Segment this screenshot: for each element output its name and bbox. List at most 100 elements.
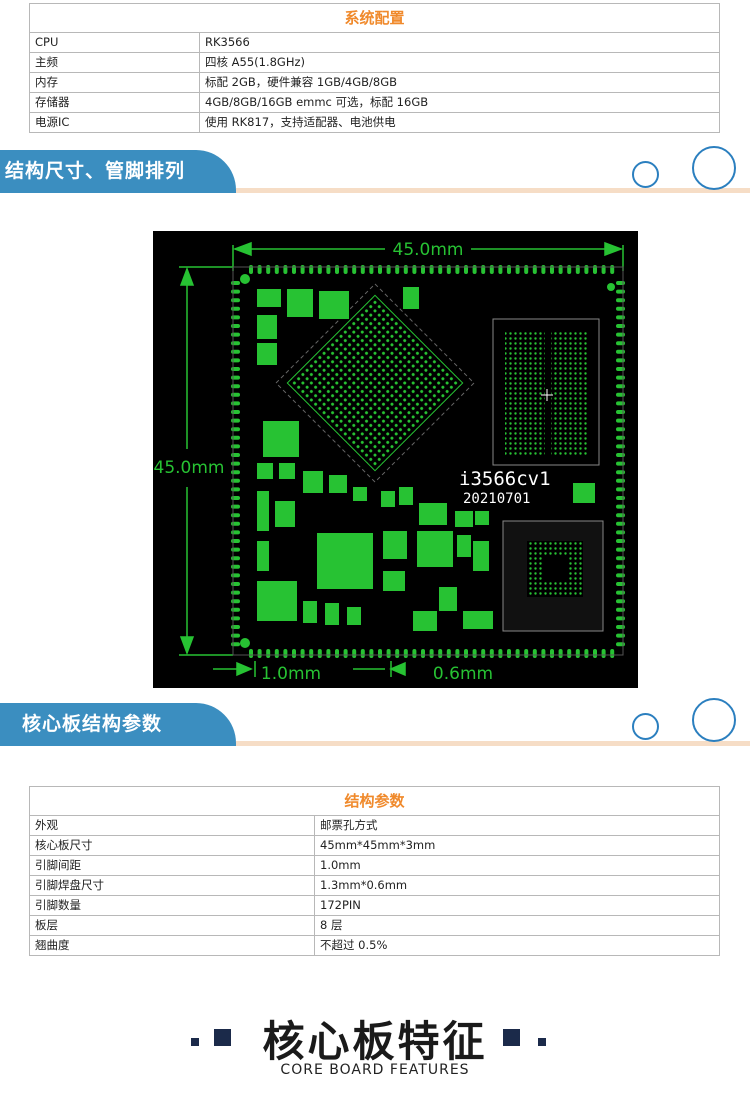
stamp-hole-pad — [343, 265, 348, 274]
stamp-hole-pad — [249, 649, 253, 658]
stamp-hole-pad — [412, 649, 417, 658]
stamp-hole-pad — [231, 401, 240, 406]
stamp-hole-pad — [524, 649, 529, 658]
stamp-hole-pad — [231, 547, 240, 552]
stamp-hole-pad — [532, 649, 537, 658]
stamp-hole-pad — [524, 265, 529, 274]
stamp-hole-pad — [317, 265, 322, 274]
row-label: 引脚间距 — [29, 855, 315, 876]
stamp-hole-pad — [421, 649, 425, 658]
stamp-hole-pad — [498, 265, 503, 274]
stamp-hole-pad — [438, 649, 443, 658]
stamp-hole-pad — [498, 649, 503, 658]
stamp-hole-pad — [472, 649, 477, 658]
board-date-label: 20210701 — [463, 491, 530, 507]
stamp-hole-pad — [369, 265, 374, 274]
row-label: CPU — [29, 32, 200, 53]
stamp-hole-pad — [610, 649, 615, 658]
stamp-hole-pad — [515, 265, 520, 274]
stamp-hole-pad — [616, 582, 625, 586]
stamp-hole-pad — [446, 649, 451, 658]
stamp-hole-pad — [231, 453, 240, 457]
table-row: 内存标配 2GB，硬件兼容 1GB/4GB/8GB — [29, 72, 720, 93]
stamp-hole-pad — [231, 496, 240, 500]
emmc-chip — [502, 520, 604, 632]
decor-circle-small-icon — [632, 713, 659, 740]
stamp-hole-pad — [481, 265, 486, 274]
stamp-hole-pad — [266, 649, 271, 658]
stamp-hole-pad — [231, 461, 240, 466]
stamp-hole-pad — [489, 265, 494, 274]
stamp-hole-pad — [231, 427, 240, 432]
stamp-hole-pad — [616, 289, 625, 294]
decor-square-icon — [191, 1038, 199, 1046]
stamp-hole-pad — [231, 590, 240, 595]
stamp-hole-pad — [274, 649, 279, 658]
stamp-hole-pad — [352, 265, 357, 274]
decor-square-icon — [503, 1029, 520, 1046]
row-label: 电源IC — [29, 112, 200, 133]
stamp-hole-pad — [616, 306, 625, 311]
board-model-label: i3566cv1 — [459, 468, 551, 490]
stamp-hole-pad — [616, 599, 625, 604]
stamp-hole-pad — [231, 392, 240, 397]
stamp-hole-pad — [335, 649, 339, 658]
row-value: RK3566 — [199, 32, 720, 53]
stamp-hole-pad — [616, 504, 625, 509]
stamp-hole-pad — [558, 649, 563, 658]
stamp-hole-pad — [541, 265, 546, 274]
stamp-hole-pad — [446, 265, 451, 274]
stamp-hole-pad — [231, 530, 240, 535]
stamp-hole-pad — [360, 649, 365, 658]
features-subtitle: CORE BOARD FEATURES — [280, 1062, 470, 1078]
stamp-hole-pad — [231, 616, 240, 621]
stamp-hole-pad — [231, 315, 240, 320]
decor-circle-small-icon — [632, 161, 659, 188]
stamp-hole-pad — [231, 435, 240, 440]
stamp-hole-pad — [231, 281, 240, 285]
stamp-hole-pad — [231, 289, 240, 294]
row-value: 四核 A55(1.8GHz) — [199, 52, 720, 73]
stamp-hole-pad — [231, 298, 240, 303]
stamp-hole-pad — [616, 573, 625, 578]
stamp-hole-pad — [616, 556, 625, 561]
stamp-hole-pad — [593, 649, 597, 658]
stamp-hole-pad — [292, 649, 296, 658]
stamp-hole-pad — [489, 649, 494, 658]
row-value: 45mm*45mm*3mm — [314, 835, 720, 856]
stamp-hole-pad — [616, 513, 625, 518]
stamp-hole-pad — [231, 599, 240, 604]
decor-square-icon — [538, 1038, 546, 1046]
pitch-dimension-label: 1.0mm — [261, 664, 321, 684]
stamp-hole-pad — [343, 649, 348, 658]
height-dimension-label: 45.0mm — [154, 458, 225, 478]
stamp-hole-pad — [515, 649, 520, 658]
pad-dimension-label: 0.6mm — [433, 664, 493, 684]
stamp-hole-pad — [601, 265, 606, 274]
features-title: 核心板特征 — [262, 1017, 488, 1066]
stamp-hole-pad — [395, 649, 400, 658]
stamp-hole-pad — [257, 265, 262, 274]
stamp-hole-pad — [616, 633, 625, 638]
row-label: 引脚数量 — [29, 895, 315, 916]
row-value: 8 层 — [314, 915, 720, 936]
stamp-hole-pad — [616, 401, 625, 406]
stamp-hole-pad — [575, 649, 580, 658]
stamp-hole-pad — [231, 470, 240, 475]
stamp-hole-pad — [616, 341, 625, 346]
stamp-hole-pad — [584, 265, 589, 274]
stamp-hole-pad — [438, 265, 443, 274]
stamp-hole-pad — [567, 649, 572, 658]
stamp-hole-pad — [283, 649, 288, 658]
stamp-hole-pad — [616, 547, 625, 552]
stamp-hole-pad — [616, 521, 625, 526]
stamp-hole-pad — [550, 649, 554, 658]
stamp-hole-pad — [283, 265, 288, 274]
stamp-hole-pad — [274, 265, 279, 274]
stamp-hole-pad — [403, 265, 408, 274]
dram-chip — [492, 318, 600, 466]
